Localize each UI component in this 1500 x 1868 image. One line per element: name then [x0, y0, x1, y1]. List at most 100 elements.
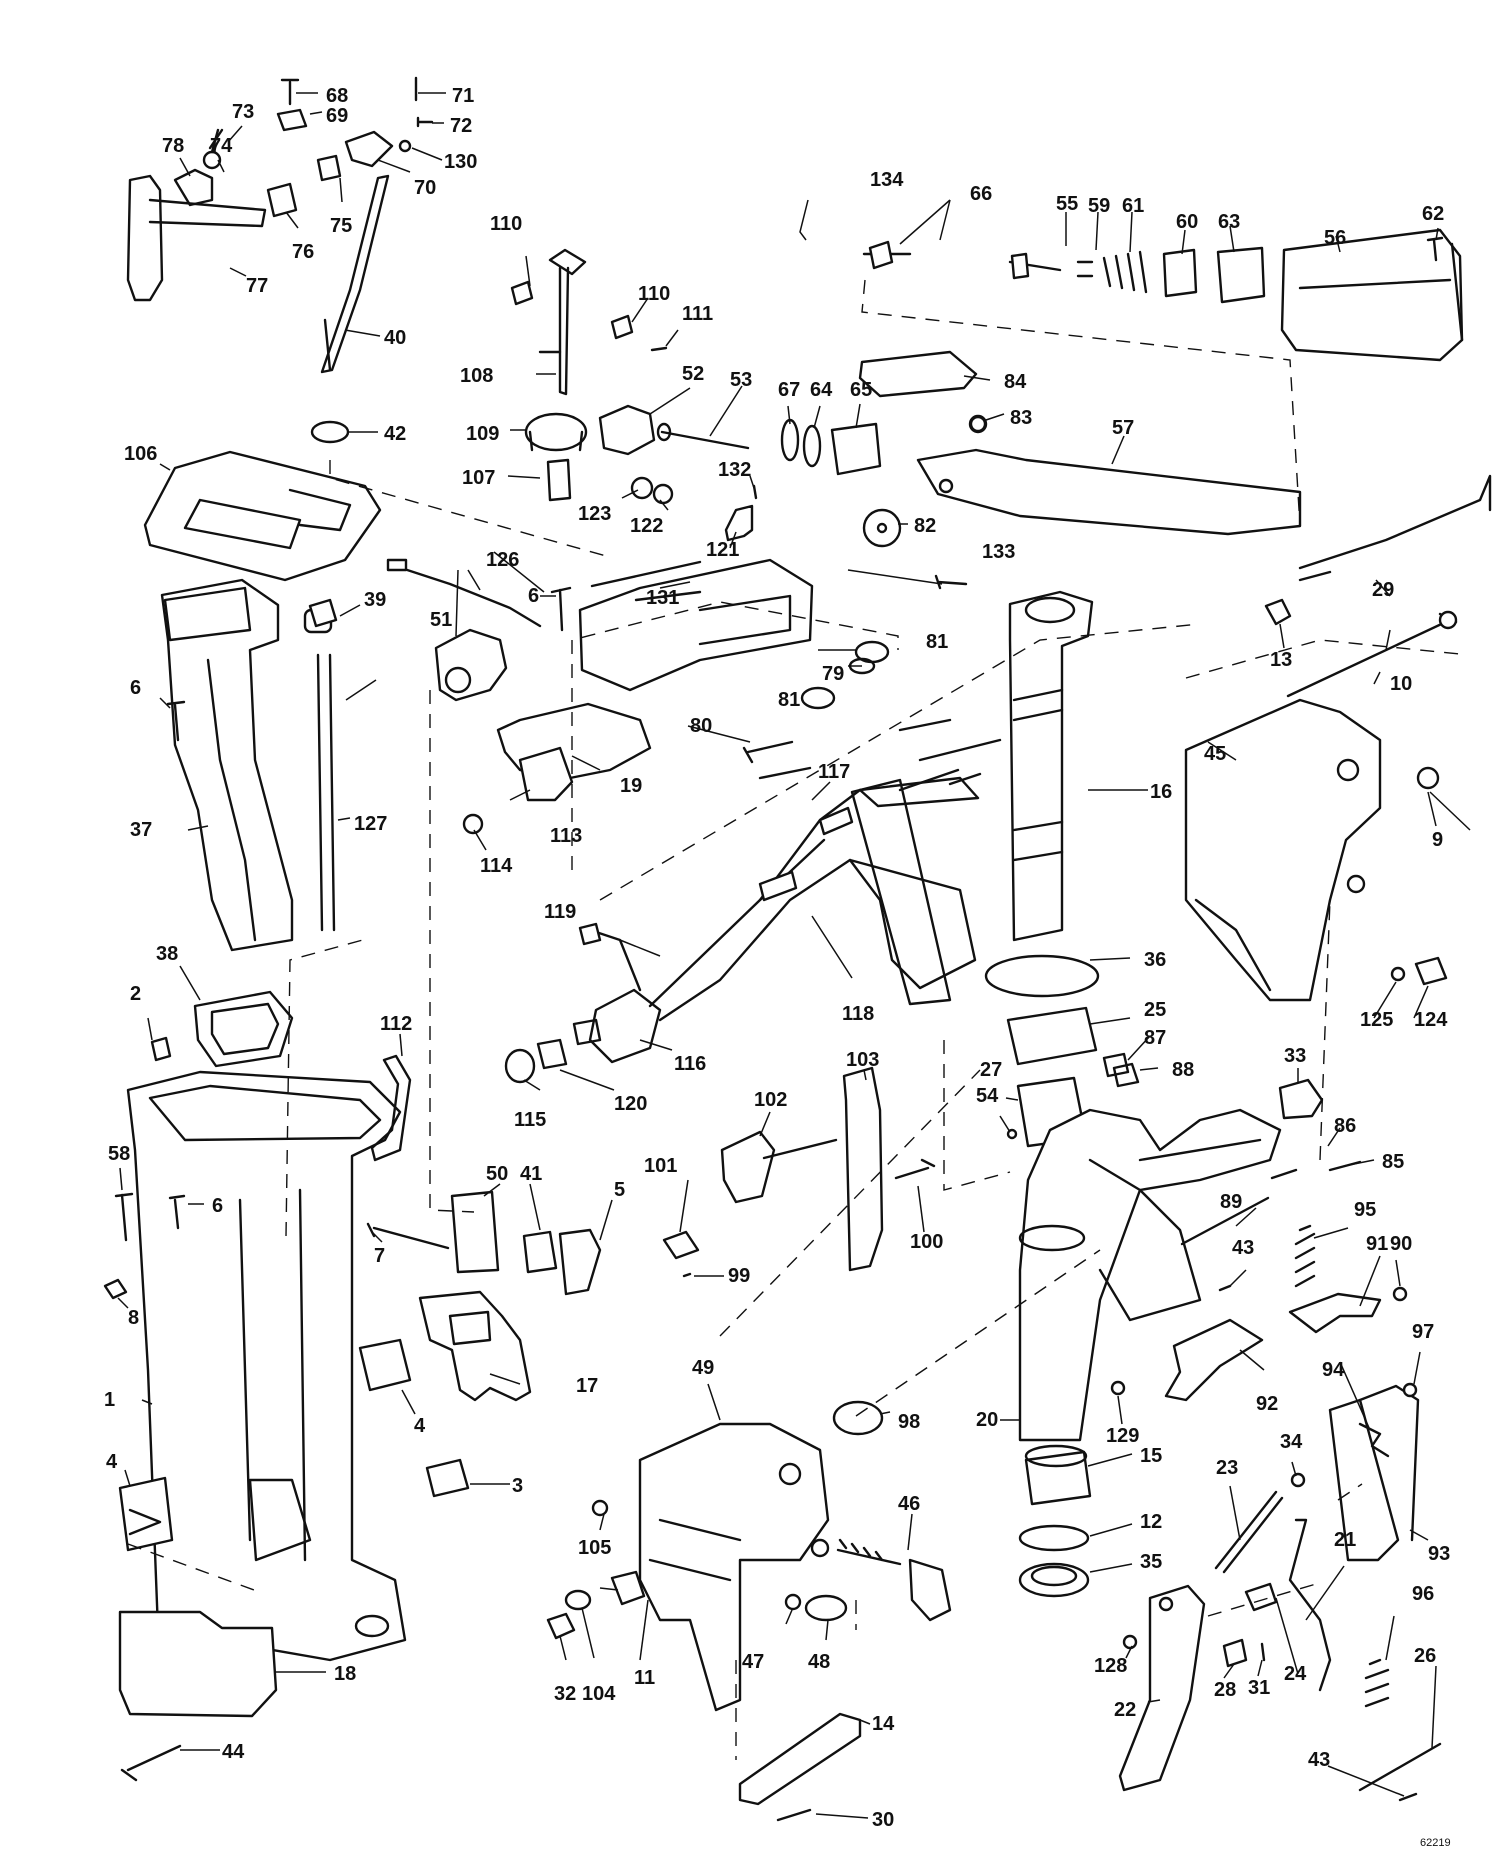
callout-69: 69 — [326, 105, 348, 127]
callout-113: 113 — [550, 825, 582, 847]
callout-99: 99 — [728, 1265, 750, 1287]
callout-70: 70 — [414, 177, 436, 199]
callout-103: 103 — [846, 1049, 879, 1071]
callout-59: 59 — [1088, 195, 1110, 217]
callout-43a: 43 — [1232, 1237, 1254, 1259]
callout-131: 131 — [646, 587, 679, 609]
callout-38: 38 — [156, 943, 178, 965]
callout-102: 102 — [754, 1089, 787, 1111]
callout-61: 61 — [1122, 195, 1144, 217]
callout-50: 50 — [486, 1163, 508, 1185]
callout-117: 117 — [818, 761, 850, 783]
callout-67: 67 — [778, 379, 800, 401]
callout-86: 86 — [1334, 1115, 1356, 1137]
callout-119: 119 — [544, 901, 576, 923]
callout-97: 97 — [1412, 1321, 1434, 1343]
callout-42: 42 — [384, 423, 406, 445]
callout-127: 127 — [354, 813, 387, 835]
callout-43b: 43 — [1308, 1749, 1330, 1771]
callout-35: 35 — [1140, 1551, 1162, 1573]
callout-68: 68 — [326, 85, 348, 107]
callout-80: 80 — [690, 715, 712, 737]
callout-39: 39 — [364, 589, 386, 611]
callout-29: 29 — [1372, 579, 1394, 601]
callout-90: 90 — [1390, 1233, 1412, 1255]
callout-16: 16 — [1150, 781, 1172, 803]
callout-57: 57 — [1112, 417, 1134, 439]
callout-104: 104 — [582, 1683, 616, 1705]
callout-120: 120 — [614, 1093, 647, 1115]
callout-4b: 4 — [106, 1451, 118, 1473]
callout-28: 28 — [1214, 1679, 1236, 1701]
figure-number: 62219 — [1420, 1837, 1451, 1849]
callout-8: 8 — [128, 1307, 139, 1329]
assembly-dashed-lines — [127, 279, 1461, 1760]
leader-lines — [117, 92, 1471, 1819]
callout-130: 130 — [444, 151, 477, 173]
callout-19: 19 — [620, 775, 642, 797]
callout-124: 124 — [1414, 1009, 1448, 1031]
callout-33: 33 — [1284, 1045, 1306, 1067]
callout-22: 22 — [1114, 1699, 1136, 1721]
callout-14: 14 — [872, 1713, 895, 1735]
callout-2: 2 — [130, 983, 141, 1005]
callout-53: 53 — [730, 369, 752, 391]
callout-4a: 4 — [414, 1415, 426, 1437]
callout-54: 54 — [976, 1085, 999, 1107]
callout-66: 66 — [970, 183, 992, 205]
callout-79: 79 — [822, 663, 844, 685]
callout-9: 9 — [1432, 829, 1443, 851]
callout-23: 23 — [1216, 1457, 1238, 1479]
callout-114: 114 — [480, 855, 513, 877]
callout-34: 34 — [1280, 1431, 1303, 1453]
callout-106: 106 — [124, 443, 157, 465]
callout-55: 55 — [1056, 193, 1078, 215]
callout-62: 62 — [1422, 203, 1444, 225]
callout-77: 77 — [246, 275, 268, 297]
callout-56: 56 — [1324, 227, 1346, 249]
callout-110b: 110 — [638, 283, 670, 305]
callout-10: 10 — [1390, 673, 1412, 695]
callout-98: 98 — [898, 1411, 920, 1433]
callout-6b: 6 — [212, 1195, 223, 1217]
callout-122: 122 — [630, 515, 663, 537]
callout-26: 26 — [1414, 1645, 1436, 1667]
callout-88: 88 — [1172, 1059, 1194, 1081]
callout-36: 36 — [1144, 949, 1166, 971]
callout-82: 82 — [914, 515, 936, 537]
callout-63: 63 — [1218, 211, 1240, 233]
callout-6c: 6 — [528, 585, 539, 607]
callout-30: 30 — [872, 1809, 894, 1831]
callout-112: 112 — [380, 1013, 412, 1035]
callout-115: 115 — [514, 1109, 546, 1131]
callout-31: 31 — [1248, 1677, 1270, 1699]
callout-92: 92 — [1256, 1393, 1278, 1415]
callout-32: 32 — [554, 1683, 576, 1705]
callout-64: 64 — [810, 379, 833, 401]
callout-24: 24 — [1284, 1663, 1307, 1685]
part-drawings — [103, 76, 1492, 1822]
callout-100: 100 — [910, 1231, 943, 1253]
callout-134: 134 — [870, 169, 904, 191]
callout-128: 128 — [1094, 1655, 1127, 1677]
callout-83: 83 — [1010, 407, 1032, 429]
callout-18: 18 — [334, 1663, 356, 1685]
callout-41: 41 — [520, 1163, 542, 1185]
callout-6a: 6 — [130, 677, 141, 699]
callout-87: 87 — [1144, 1027, 1166, 1049]
callout-3: 3 — [512, 1475, 523, 1497]
callout-116: 116 — [674, 1053, 706, 1075]
callout-12: 12 — [1140, 1511, 1162, 1533]
callout-1: 1 — [104, 1389, 115, 1411]
callout-105: 105 — [578, 1537, 611, 1559]
callout-13: 13 — [1270, 649, 1292, 671]
callout-44: 44 — [222, 1741, 245, 1763]
callout-49: 49 — [692, 1357, 714, 1379]
callout-45: 45 — [1204, 743, 1226, 765]
callout-11: 11 — [634, 1667, 655, 1689]
callout-108: 108 — [460, 365, 493, 387]
callout-25: 25 — [1144, 999, 1166, 1021]
callout-27: 27 — [980, 1059, 1002, 1081]
callout-65: 65 — [850, 379, 872, 401]
callout-91: 91 — [1366, 1233, 1388, 1255]
